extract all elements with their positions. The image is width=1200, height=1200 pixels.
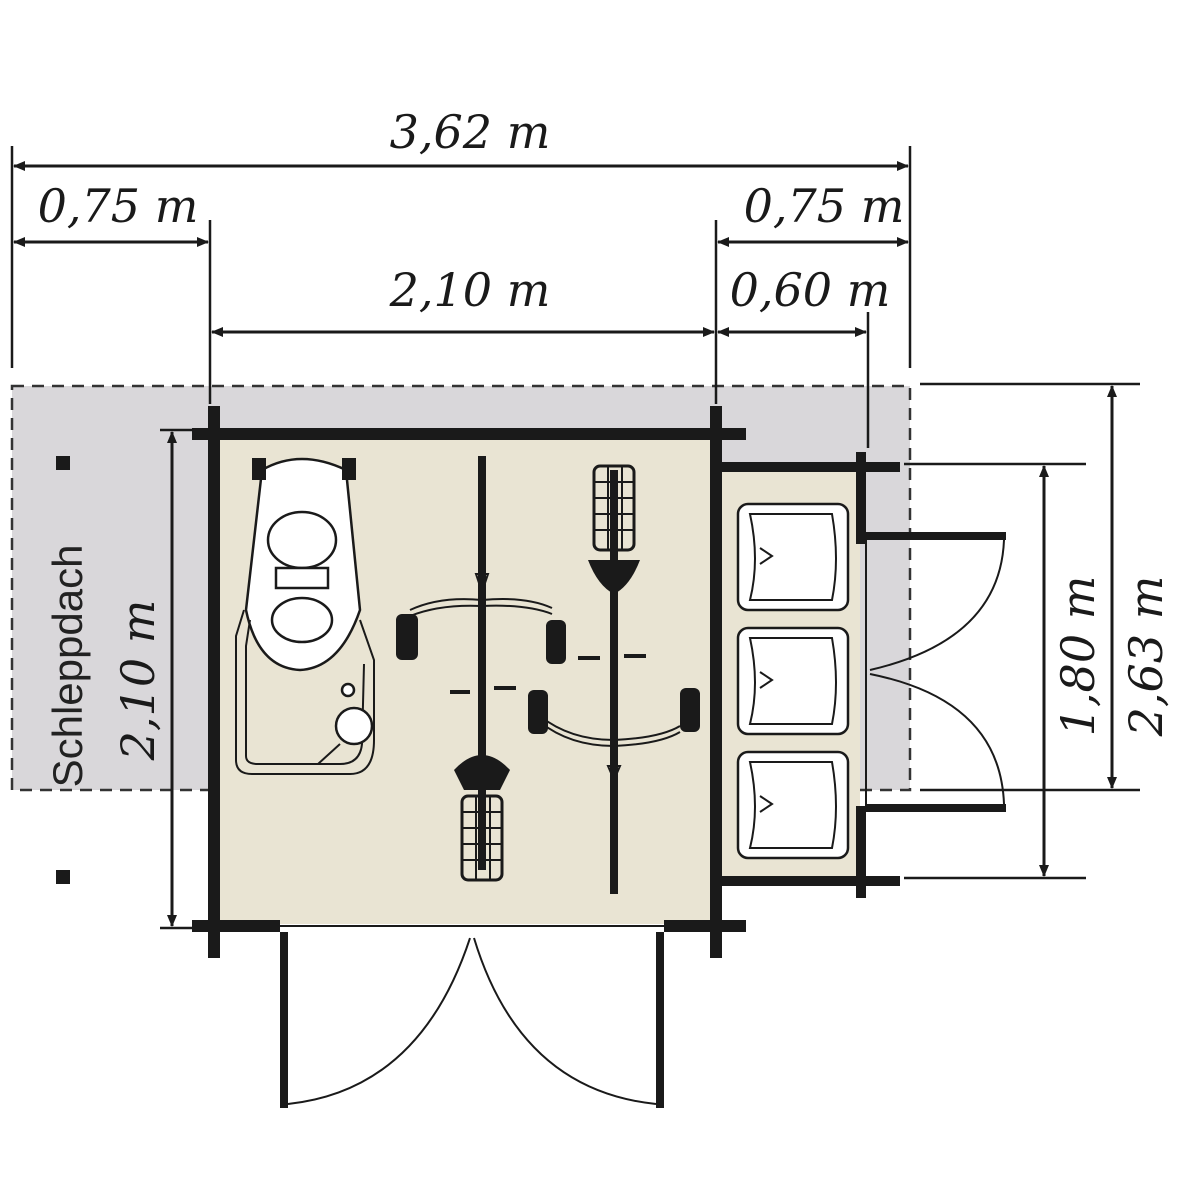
dim-left-overhang-label: 0,75 m: [38, 179, 199, 233]
main-double-door: [280, 925, 664, 1108]
storage-bins: [736, 502, 850, 860]
bin-3: [736, 750, 850, 860]
bin-2: [736, 626, 850, 736]
dim-storage-length-label: 1,80 m: [1051, 576, 1105, 737]
bin-1: [736, 502, 850, 612]
lawn-mower-illustration: [235, 457, 375, 775]
bicycle-illustration-right: [528, 464, 700, 894]
dim-storage-depth-label: 0,60 m: [730, 263, 891, 317]
bicycle-illustration-left: [396, 456, 566, 882]
dim-inner-depth-label: 2,10 m: [111, 600, 165, 762]
dim-total-depth-label: 2,63 m: [1119, 576, 1173, 738]
walls: [192, 406, 900, 958]
dim-inner-width-label: 2,10 m: [389, 263, 551, 317]
marker-bottom: [56, 870, 70, 884]
storage-double-door: [865, 532, 1006, 812]
roof-label: Schleppdach: [44, 545, 91, 788]
dim-total-width-label: 3,62 m: [390, 105, 551, 159]
dim-right-overhang-label: 0,75 m: [744, 179, 905, 233]
dimension-lines: [13, 161, 1117, 927]
extension-lines: [10, 146, 1140, 930]
marker-top: [56, 456, 70, 470]
